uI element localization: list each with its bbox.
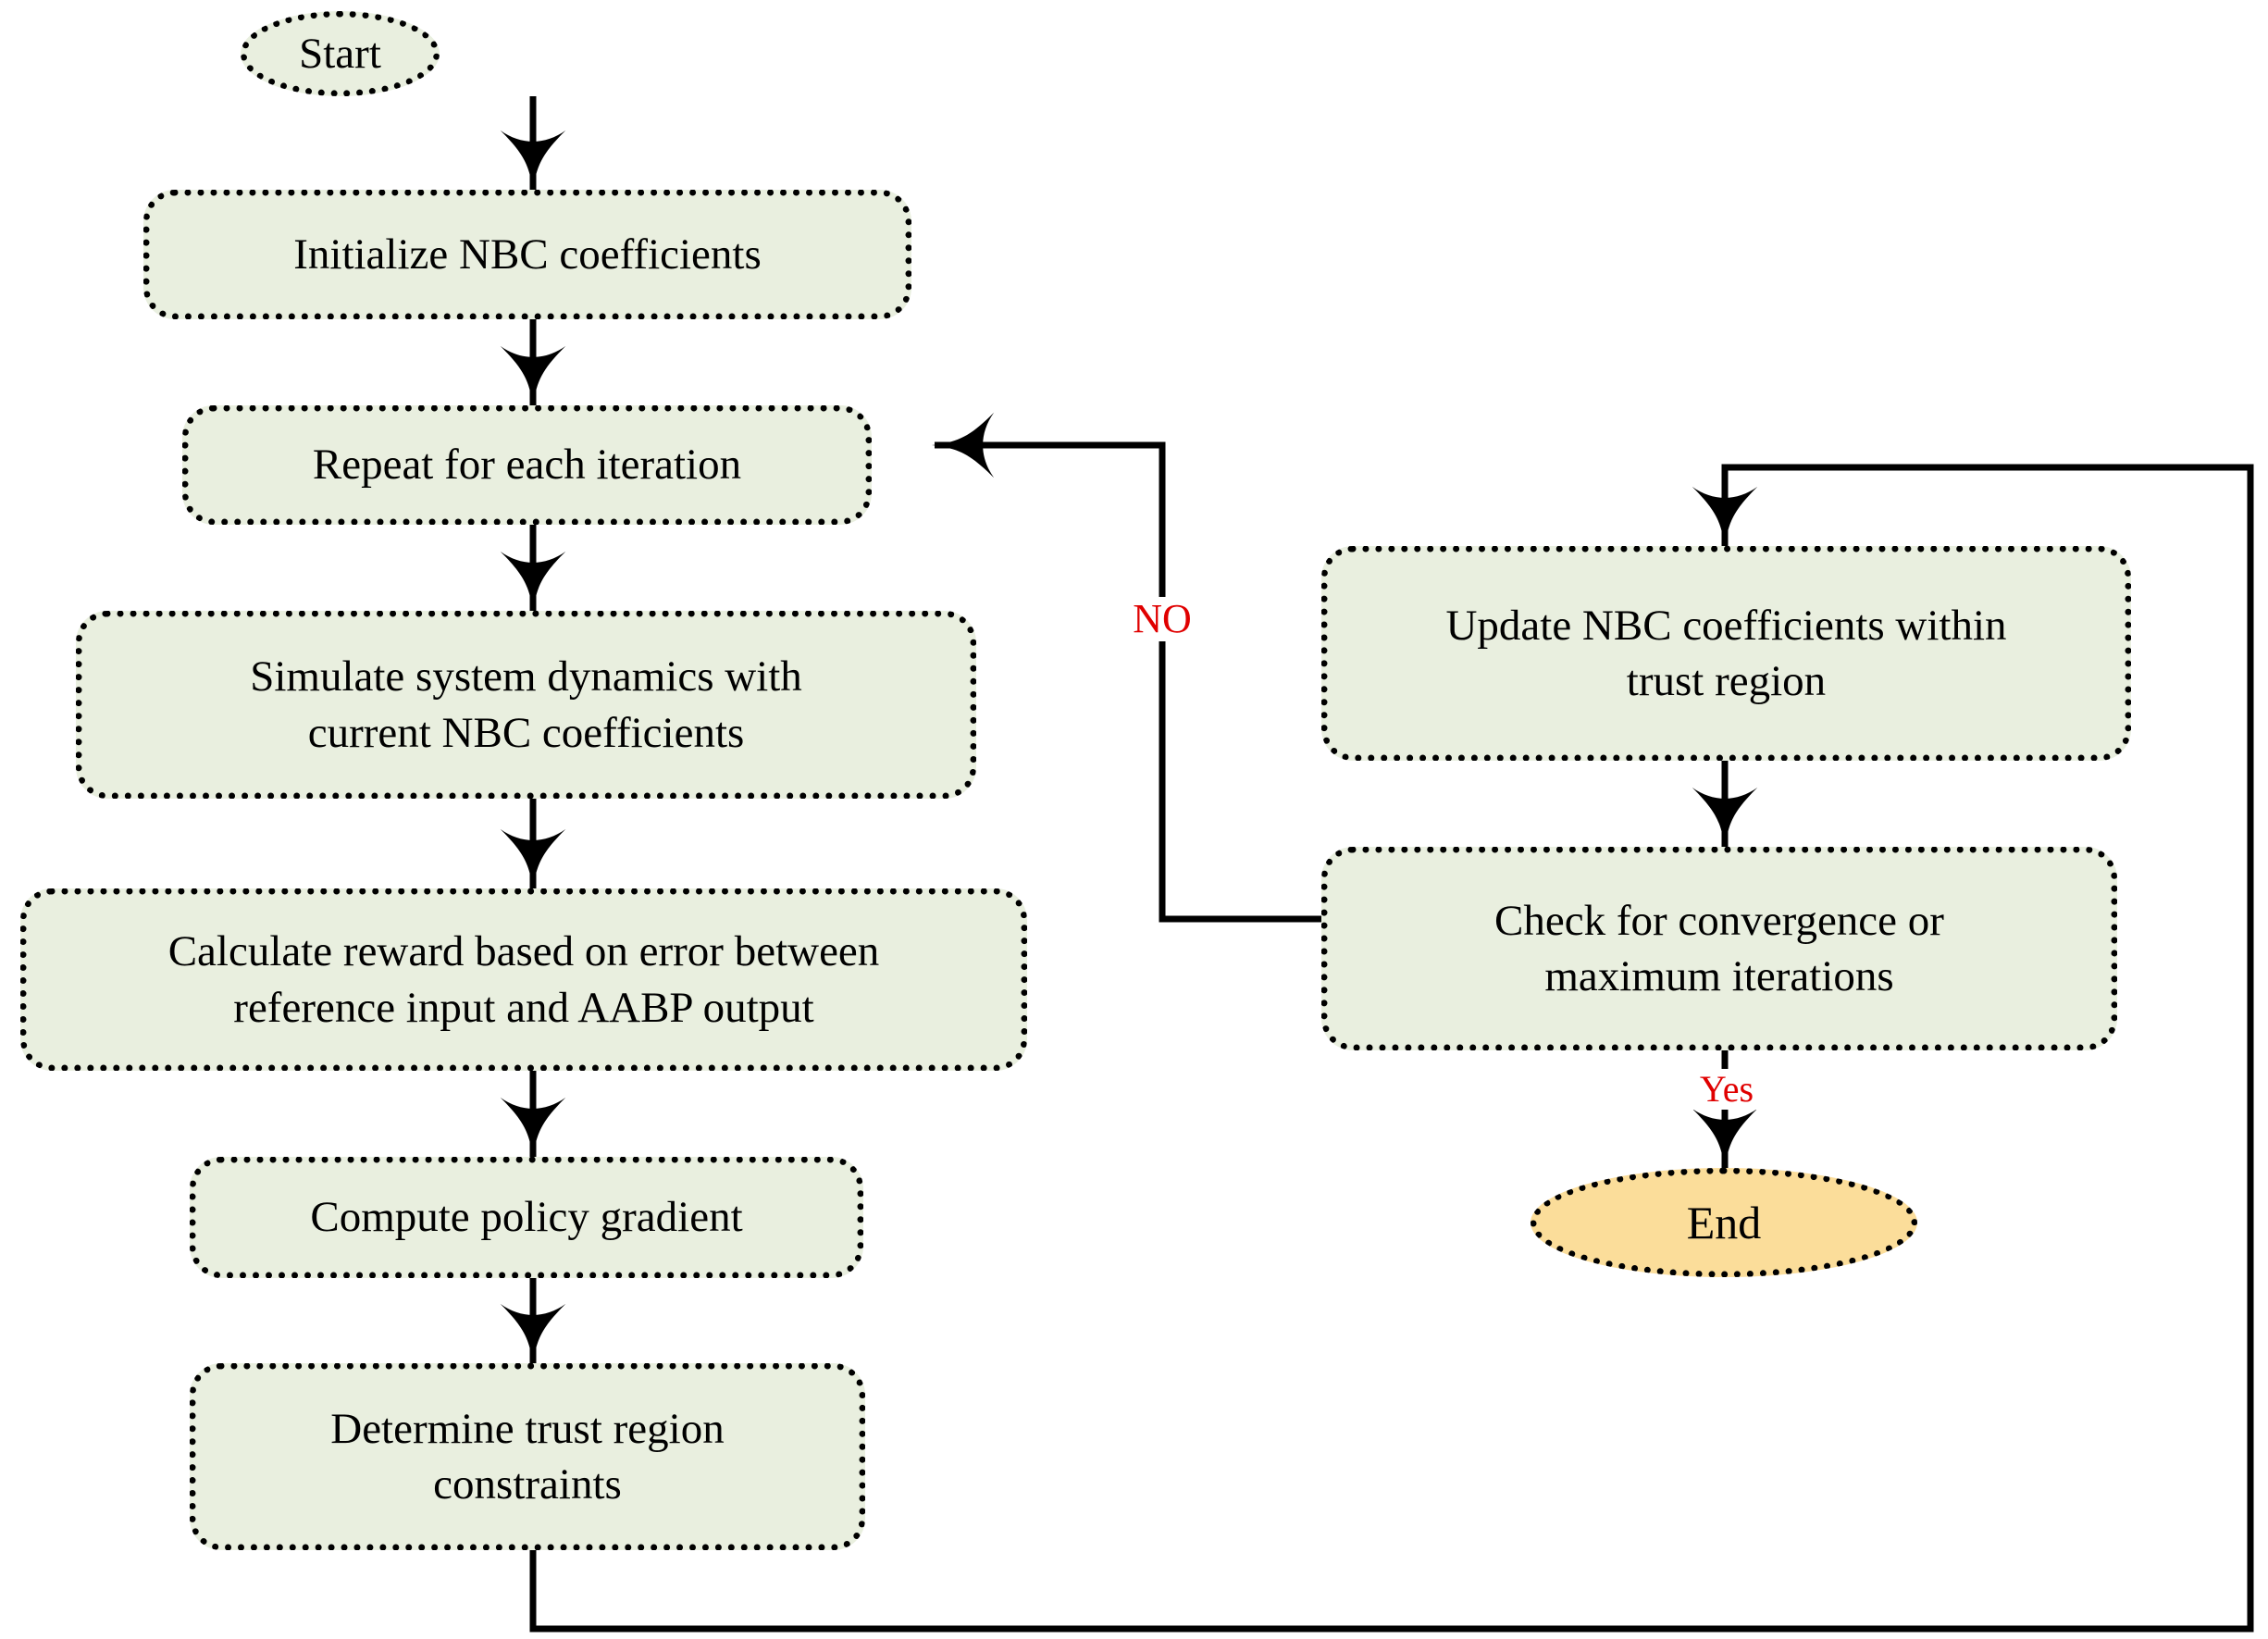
node-trust-line-2: constraints: [433, 1460, 622, 1509]
node-update-line-1: Update NBC coefficients within: [1445, 601, 2007, 650]
node-simulate-system-dynamics[interactable]: Simulate system dynamics with current NB…: [76, 611, 976, 799]
node-update-label: Update NBC coefficients within trust reg…: [1341, 598, 2112, 709]
node-start-label: Start: [299, 29, 381, 78]
edge-label-no-text: NO: [1133, 596, 1192, 641]
node-end-label: End: [1686, 1197, 1762, 1248]
node-gradient-label: Compute policy gradient: [310, 1193, 743, 1242]
node-simulate-line-2: current NBC coefficients: [307, 708, 745, 757]
node-check-line-1: Check for convergence or: [1494, 896, 1944, 945]
node-repeat-label: Repeat for each iteration: [312, 441, 742, 490]
node-simulate-line-1: Simulate system dynamics with: [250, 652, 802, 702]
node-trust-label: Determine trust region constraints: [209, 1401, 846, 1512]
edge-label-yes-text: Yes: [1699, 1068, 1754, 1110]
node-initialize-label: Initialize NBC coefficients: [293, 230, 762, 279]
node-end[interactable]: End: [1531, 1168, 1917, 1277]
edge-label-yes: Yes: [1684, 1069, 1769, 1110]
edge-label-no: NO: [1124, 597, 1200, 641]
node-check-convergence[interactable]: Check for convergence or maximum iterati…: [1321, 847, 2117, 1050]
node-update-line-2: trust region: [1626, 657, 1827, 705]
node-start[interactable]: Start: [241, 11, 440, 96]
node-check-line-2: maximum iterations: [1544, 952, 1894, 1000]
node-initialize-nbc-coefficients[interactable]: Initialize NBC coefficients: [143, 190, 911, 319]
node-simulate-label: Simulate system dynamics with current NB…: [95, 649, 957, 760]
node-reward-line-2: reference input and AABP output: [233, 983, 814, 1032]
node-repeat-for-each-iteration[interactable]: Repeat for each iteration: [182, 405, 872, 525]
node-check-label: Check for convergence or maximum iterati…: [1341, 893, 2098, 1004]
node-determine-trust-region-constraints[interactable]: Determine trust region constraints: [190, 1363, 865, 1550]
node-trust-line-1: Determine trust region: [330, 1404, 725, 1453]
edge-check-repeat-no: [931, 412, 1321, 923]
node-update-nbc-coefficients[interactable]: Update NBC coefficients within trust reg…: [1321, 546, 2131, 761]
node-calculate-reward[interactable]: Calculate reward based on error between …: [20, 888, 1027, 1071]
node-compute-policy-gradient[interactable]: Compute policy gradient: [190, 1157, 863, 1278]
node-reward-line-1: Calculate reward based on error between: [167, 927, 880, 976]
node-reward-label: Calculate reward based on error between …: [40, 924, 1008, 1035]
